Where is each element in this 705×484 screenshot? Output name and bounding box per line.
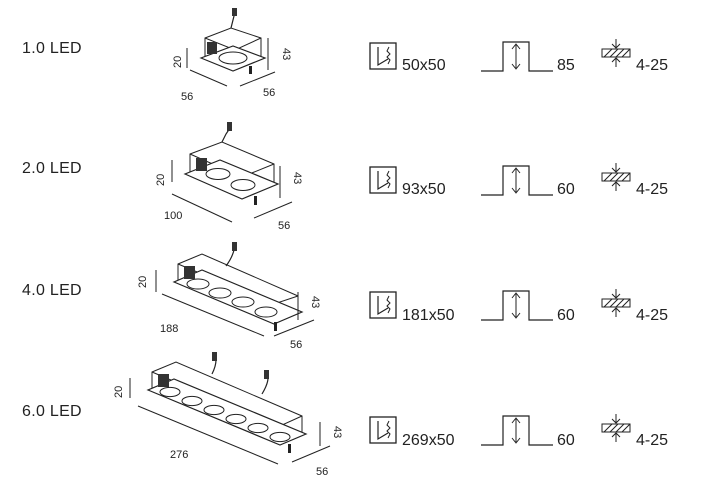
dim-width: 56	[263, 87, 275, 99]
ceiling-depth-value: 85	[557, 57, 575, 74]
dim-width: 56	[316, 466, 328, 478]
dim-total-depth: 43	[280, 48, 292, 60]
fixture-drawing: 20 43 100 56	[155, 122, 303, 232]
cutout-value: 50x50	[402, 57, 446, 74]
thickness-value: 4-25	[636, 307, 669, 324]
row-label: 2.0 LED	[22, 160, 82, 177]
cutout-value: 93x50	[402, 181, 446, 198]
cutout-icon	[369, 166, 397, 194]
ceiling-depth-value: 60	[557, 181, 575, 198]
cutout-value: 181x50	[402, 307, 455, 324]
dim-length: 56	[181, 91, 193, 103]
dim-length: 100	[164, 210, 182, 222]
dim-total-depth: 43	[331, 426, 343, 438]
dim-width: 56	[278, 220, 290, 232]
fixture-drawing: 20 43 276 56	[113, 352, 343, 478]
recess-depth-icon	[481, 41, 553, 72]
recess-depth-icon	[481, 290, 553, 321]
row-label: 1.0 LED	[22, 40, 82, 57]
ceiling-thickness-icon	[601, 289, 631, 317]
recess-depth-icon	[481, 165, 553, 196]
ceiling-depth-value: 60	[557, 432, 575, 449]
cutout-icon	[369, 416, 397, 444]
ceiling-thickness-icon	[601, 414, 631, 442]
thickness-value: 4-25	[636, 57, 669, 74]
ceiling-thickness-icon	[601, 163, 631, 191]
cutout-icon	[369, 291, 397, 319]
cutout-icon	[369, 42, 397, 70]
thickness-value: 4-25	[636, 432, 669, 449]
ceiling-depth-value: 60	[557, 307, 575, 324]
fixture-drawing: 20 43 188 56	[137, 242, 321, 351]
dim-height: 20	[113, 386, 125, 398]
dim-total-depth: 43	[291, 172, 303, 184]
dim-total-depth: 43	[309, 296, 321, 308]
ceiling-thickness-icon	[601, 39, 631, 67]
dim-height: 20	[172, 56, 184, 68]
thickness-value: 4-25	[636, 181, 669, 198]
row-label: 6.0 LED	[22, 403, 82, 420]
dim-height: 20	[155, 174, 167, 186]
dim-width: 56	[290, 339, 302, 351]
dim-length: 276	[170, 449, 188, 461]
recess-depth-icon	[481, 415, 553, 446]
row-label: 4.0 LED	[22, 282, 82, 299]
dim-length: 188	[160, 323, 178, 335]
dim-height: 20	[137, 276, 149, 288]
fixture-drawing: 20 43 56 56	[172, 8, 292, 103]
cutout-value: 269x50	[402, 432, 455, 449]
